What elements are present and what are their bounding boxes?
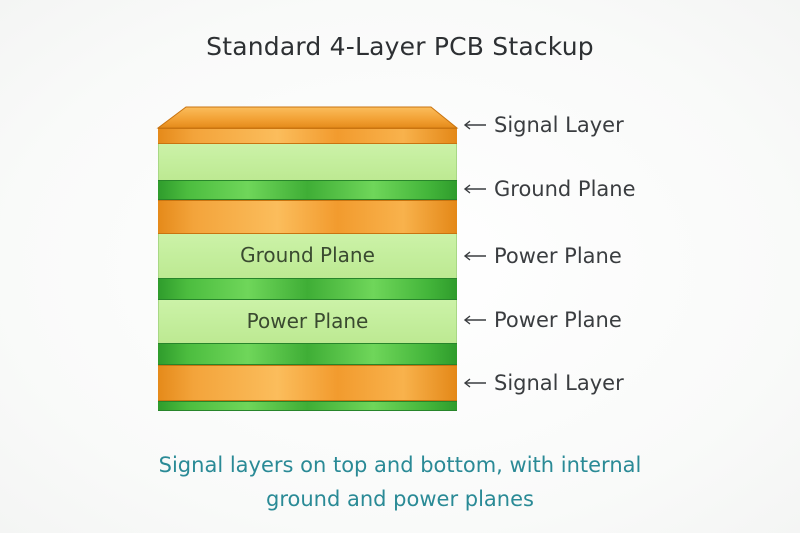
layer-core-1 [158, 144, 457, 180]
callout-label: Power Plane [494, 308, 622, 332]
layer-power-plane-core [158, 300, 457, 343]
layer-green-2 [158, 278, 457, 300]
callout-label: Ground Plane [494, 177, 636, 201]
left-arrow-icon [462, 183, 486, 195]
callout-label: Power Plane [494, 244, 622, 268]
left-arrow-icon [462, 377, 486, 389]
left-arrow-icon [462, 314, 486, 326]
layer-bottom-signal-copper [158, 365, 457, 401]
callout-power-plane-2: Power Plane [462, 308, 622, 332]
layer-top-signal-copper [158, 128, 457, 144]
callout-top-signal: Signal Layer [462, 113, 624, 137]
diagram-title: Standard 4-Layer PCB Stackup [206, 32, 594, 61]
callout-bottom-signal: Signal Layer [462, 371, 624, 395]
layer-ground-plane-thin [158, 180, 457, 200]
diagram-caption: Signal layers on top and bottom, with in… [0, 448, 800, 516]
callout-power-plane-1: Power Plane [462, 244, 622, 268]
callout-label: Signal Layer [494, 113, 624, 137]
inner-power-plane-label: Power Plane [246, 309, 369, 333]
caption-line-2: ground and power planes [266, 487, 534, 511]
left-arrow-icon [462, 119, 486, 131]
caption-line-1: Signal layers on top and bottom, with in… [158, 453, 642, 477]
layer-green-3 [158, 343, 457, 365]
layer-bottom-green [158, 401, 457, 411]
layer-ground-plane-core [158, 234, 457, 278]
left-arrow-icon [462, 250, 486, 262]
callout-label: Signal Layer [494, 371, 624, 395]
layer-copper-inner [158, 200, 457, 234]
callout-ground-plane: Ground Plane [462, 177, 636, 201]
inner-ground-plane-label: Ground Plane [240, 243, 375, 267]
